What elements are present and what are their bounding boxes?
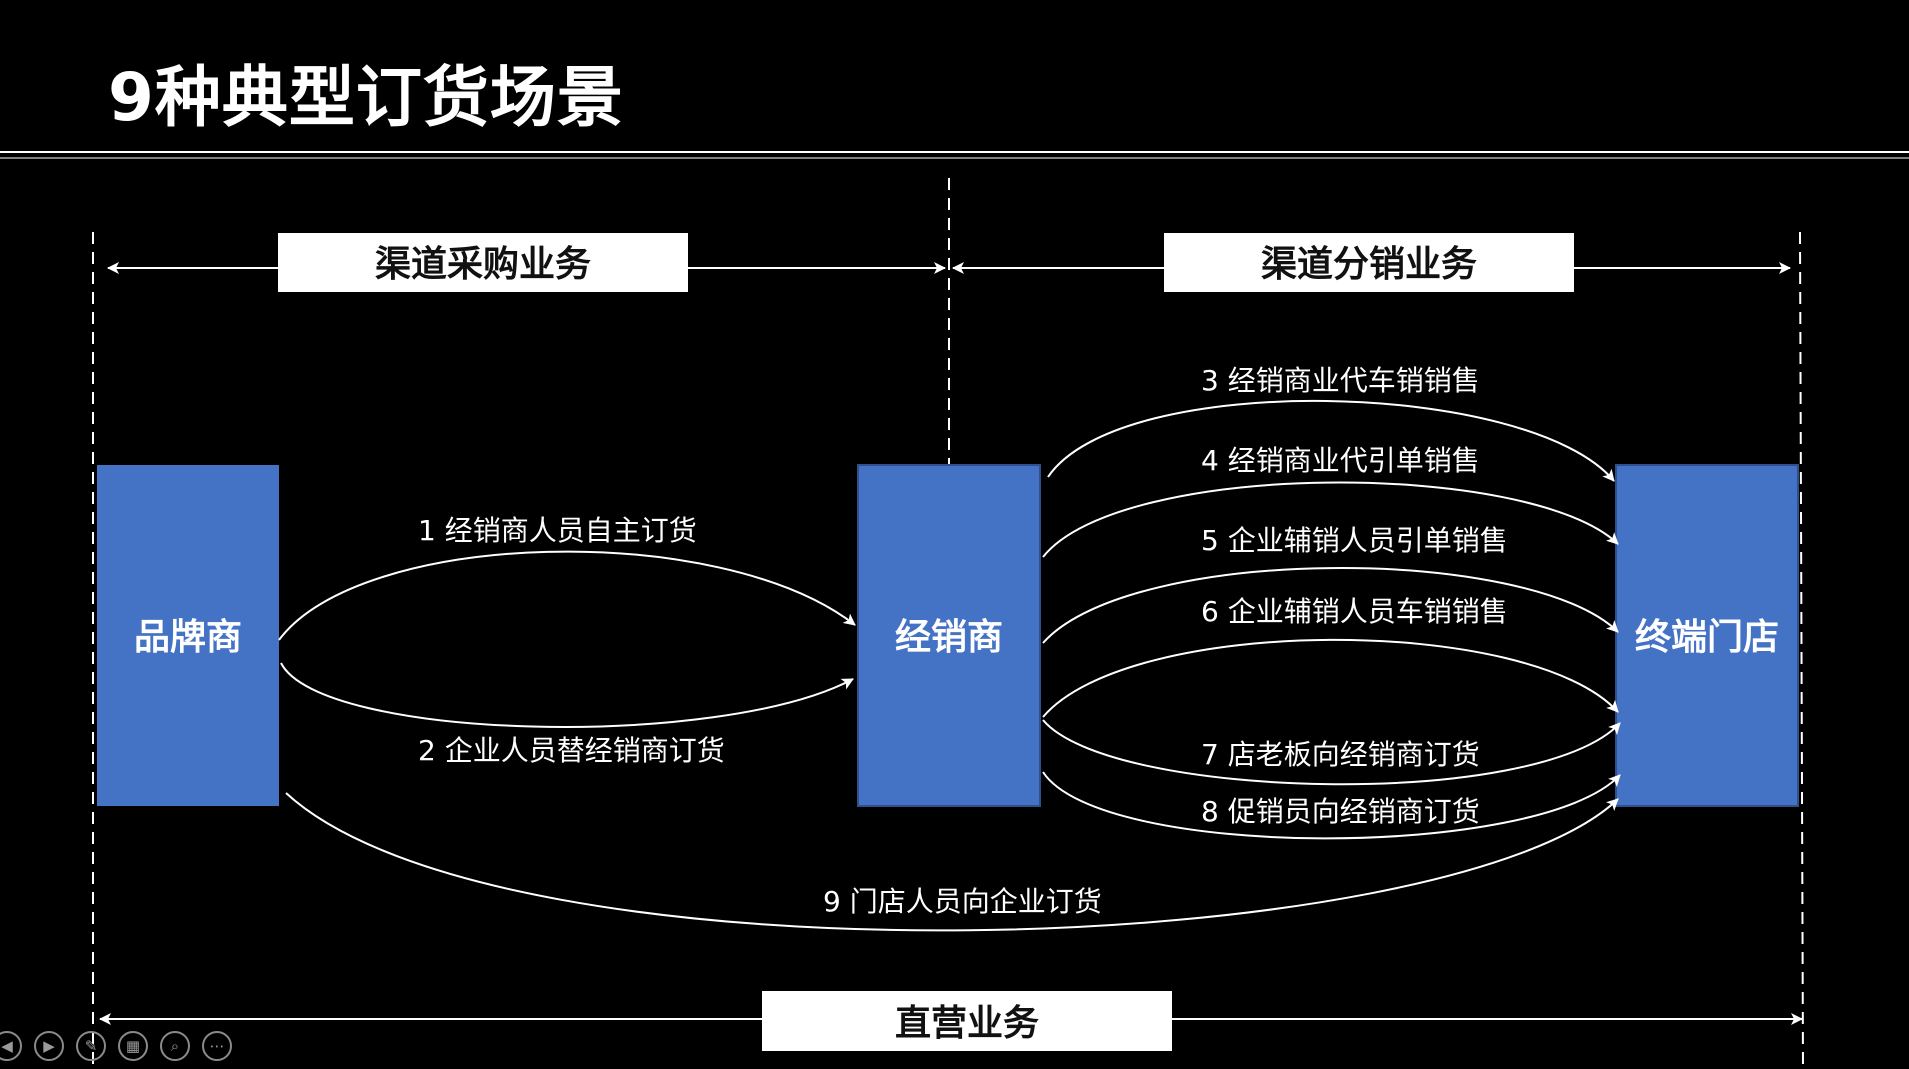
node-store: 终端门店 [1615,464,1799,807]
flow-6-arrow [1042,638,1619,718]
flow-4-label: 4 经销商业代引单销售 [1201,444,1480,477]
flow-7-label: 7 店老板向经销商订货 [1201,738,1480,771]
page-title: 9种典型订货场景 [108,59,624,136]
flow-9-label: 9 门店人员向企业订货 [823,885,1102,918]
flow-3-label: 3 经销商业代车销销售 [1201,364,1480,397]
flow-7-arrow [1042,719,1621,786]
node-dealer: 经销商 [857,464,1041,807]
next-icon[interactable]: ▶ [34,1031,64,1061]
flow-3-arrow [1047,400,1615,482]
flow-5-arrow [1042,567,1619,644]
more-icon[interactable]: ⋯ [202,1031,232,1061]
node-brand-label: 品牌商 [134,617,242,658]
section-direct: 直营业务 [762,991,1172,1051]
prev-icon[interactable]: ◀ [0,1031,22,1061]
flow-2-arrow [280,662,854,728]
zoom-icon[interactable]: ⌕ [160,1031,190,1061]
flow-8-arrow [1042,771,1621,840]
flow-8-label: 8 促销员向经销商订货 [1201,795,1480,828]
section-distribution-label: 渠道分销业务 [1261,244,1477,285]
flow-1-label: 1 经销商人员自主订货 [418,514,697,547]
presentation-toolbar: ◀ ▶ ✎ ▦ ⌕ ⋯ [0,1028,232,1064]
flow-4-arrow [1042,481,1619,558]
slides-icon[interactable]: ▦ [118,1031,148,1061]
node-brand: 品牌商 [97,465,279,806]
node-dealer-label: 经销商 [895,617,1003,658]
section-direct-label: 直营业务 [895,1003,1039,1044]
flow-6-label: 6 企业辅销人员车销销售 [1201,595,1508,628]
flow-9-arrow [285,792,1619,932]
section-purchase-label: 渠道采购业务 [375,244,591,285]
section-purchase: 渠道采购业务 [278,233,688,292]
flow-5-label: 5 企业辅销人员引单销售 [1201,524,1508,557]
section-distribution: 渠道分销业务 [1164,233,1574,292]
flow-1-arrow [278,550,856,641]
pen-icon[interactable]: ✎ [76,1031,106,1061]
node-store-label: 终端门店 [1635,617,1779,658]
boundary-right [1799,231,1804,1069]
flow-2-label: 2 企业人员替经销商订货 [418,734,725,767]
